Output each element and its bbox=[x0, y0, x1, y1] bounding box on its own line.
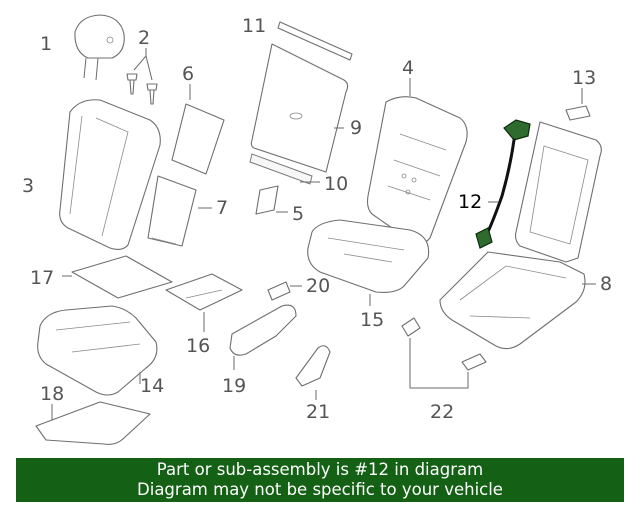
part-11-strip bbox=[277, 21, 353, 61]
part-8-seat-frame bbox=[439, 121, 602, 350]
part-1-headrest bbox=[74, 14, 125, 81]
part-5-bracket bbox=[255, 185, 288, 215]
callout-6: 6 bbox=[182, 63, 194, 85]
part-7-panel bbox=[147, 175, 212, 247]
callout-3: 3 bbox=[22, 175, 34, 197]
part-18-pad bbox=[35, 401, 151, 445]
callout-15: 15 bbox=[360, 309, 384, 331]
part-2-bolts bbox=[126, 48, 158, 105]
part-22-brackets bbox=[401, 317, 487, 389]
part-14-cushion-bottom bbox=[37, 305, 158, 396]
callout-12: 12 bbox=[458, 191, 482, 213]
part-12-release-cable bbox=[475, 119, 531, 249]
part-13-cap bbox=[565, 88, 591, 121]
callout-4: 4 bbox=[402, 57, 414, 79]
part-21-trim bbox=[295, 345, 331, 400]
part-3-seatback-cushion bbox=[59, 99, 161, 251]
part-20-clip bbox=[267, 281, 302, 301]
part-4-trim-cover bbox=[366, 78, 468, 244]
callout-17: 17 bbox=[30, 267, 54, 289]
parts-diagram: 1 2 3 4 5 6 7 8 9 10 11 12 13 14 15 16 1… bbox=[22, 14, 612, 445]
callout-10: 10 bbox=[324, 173, 348, 195]
callout-14: 14 bbox=[140, 375, 164, 397]
callout-19: 19 bbox=[222, 375, 246, 397]
callout-16: 16 bbox=[186, 335, 210, 357]
notice-banner: Part or sub-assembly is #12 in diagram D… bbox=[16, 458, 624, 502]
callout-9: 9 bbox=[350, 117, 362, 139]
callout-18: 18 bbox=[40, 383, 64, 405]
callout-11: 11 bbox=[242, 15, 266, 37]
banner-line-1: Part or sub-assembly is #12 in diagram bbox=[156, 460, 484, 479]
callout-1: 1 bbox=[40, 33, 52, 55]
callout-21: 21 bbox=[306, 401, 330, 423]
part-6-pad bbox=[171, 84, 225, 175]
part-16-bracket bbox=[165, 273, 243, 332]
callout-22: 22 bbox=[430, 401, 454, 423]
part-15-seat-cushion bbox=[307, 219, 430, 306]
callout-7: 7 bbox=[216, 197, 228, 219]
callout-20: 20 bbox=[306, 275, 330, 297]
callout-5: 5 bbox=[292, 203, 304, 225]
part-17-mat bbox=[62, 255, 173, 299]
callout-8: 8 bbox=[600, 273, 612, 295]
part-10-bar bbox=[249, 153, 320, 185]
banner-line-2: Diagram may not be specific to your vehi… bbox=[137, 480, 503, 499]
callout-2: 2 bbox=[138, 27, 150, 49]
part-9-backboard bbox=[250, 43, 349, 173]
part-19-side-trim bbox=[229, 304, 297, 370]
callout-13: 13 bbox=[572, 67, 596, 89]
